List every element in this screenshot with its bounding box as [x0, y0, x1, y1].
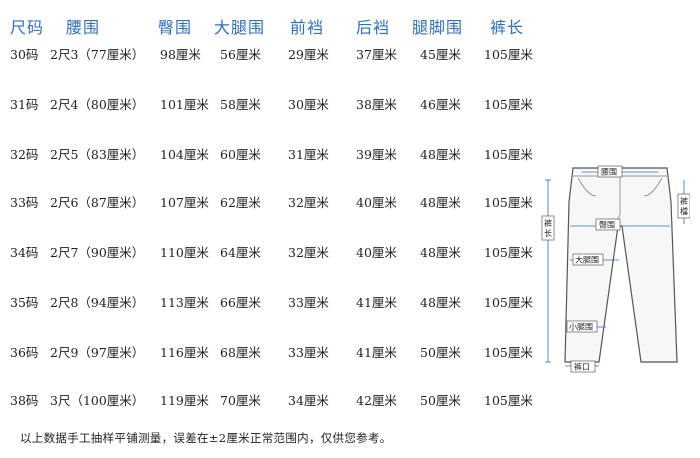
right-pocket [643, 177, 663, 197]
calf-label-box [566, 320, 598, 333]
size-cell: 33码 [10, 195, 39, 210]
table-cell: 105厘米 [484, 147, 533, 162]
thigh-label: 大腿围 [575, 255, 599, 265]
table-cell: 105厘米 [484, 47, 533, 62]
table-cell: 50厘米 [420, 393, 461, 408]
table-cell: 45厘米 [420, 47, 461, 62]
pants-measurement-svg: 腰围 裤长 裤檔 臀围 大腿围 小腿围 裤口 [541, 165, 691, 373]
table-cell: 70厘米 [220, 393, 261, 408]
thigh-label-box [572, 253, 604, 266]
column-header: 腰围 [66, 18, 101, 37]
table-cell: 2尺3（77厘米） [50, 47, 145, 62]
table-cell: 41厘米 [356, 295, 397, 310]
table-cell: 39厘米 [356, 147, 397, 162]
table-cell: 62厘米 [220, 195, 261, 210]
table-cell: 2尺9（97厘米） [50, 345, 145, 360]
table-cell: 3尺（100厘米） [50, 393, 145, 408]
table-cell: 29厘米 [288, 47, 329, 62]
hem-label: 裤口 [574, 362, 590, 372]
table-cell: 40厘米 [356, 195, 397, 210]
waist-label-box [597, 165, 623, 178]
table-cell: 33厘米 [288, 345, 329, 360]
column-header: 大腿围 [214, 18, 266, 37]
table-cell: 34厘米 [288, 393, 329, 408]
table-cell: 105厘米 [484, 97, 533, 112]
waist-label: 腰围 [601, 168, 617, 177]
size-cell: 36码 [10, 345, 39, 360]
column-header: 后裆 [356, 18, 391, 37]
table-cell: 58厘米 [220, 97, 261, 112]
table-cell: 119厘米 [160, 393, 209, 408]
table-cell: 98厘米 [160, 47, 201, 62]
table-cell: 2尺4（80厘米） [50, 97, 145, 112]
calf-label: 小腿围 [569, 323, 593, 332]
rise-label: 裤檔 [680, 196, 688, 216]
measurement-note: 以上数据手工抽样平铺测量，误差在±2厘米正常范围内，仅供您参考。 [20, 431, 392, 445]
hip-label: 臀围 [599, 221, 615, 230]
column-header: 前裆 [290, 18, 325, 37]
table-cell: 48厘米 [420, 147, 461, 162]
table-cell: 2尺8（94厘米） [50, 295, 145, 310]
table-cell: 41厘米 [356, 345, 397, 360]
table-cell: 105厘米 [484, 295, 533, 310]
table-cell: 50厘米 [420, 345, 461, 360]
table-cell: 60厘米 [220, 147, 261, 162]
table-cell: 116厘米 [160, 345, 209, 360]
column-header: 尺码 [10, 18, 45, 37]
size-cell: 31码 [10, 97, 39, 112]
table-cell: 32厘米 [288, 245, 329, 260]
table-cell: 38厘米 [356, 97, 397, 112]
table-cell: 48厘米 [420, 295, 461, 310]
length-label-box [541, 215, 555, 241]
table-cell: 37厘米 [356, 47, 397, 62]
left-pocket [577, 177, 597, 197]
table-cell: 32厘米 [288, 195, 329, 210]
table-cell: 48厘米 [420, 245, 461, 260]
table-cell: 101厘米 [160, 97, 209, 112]
size-cell: 34码 [10, 245, 39, 260]
table-cell: 48厘米 [420, 195, 461, 210]
length-label: 裤长 [544, 218, 552, 238]
table-cell: 46厘米 [420, 97, 461, 112]
table-cell: 110厘米 [160, 245, 209, 260]
table-cell: 2尺7（90厘米） [50, 245, 145, 260]
column-header: 腿脚围 [412, 18, 464, 37]
column-header: 臀围 [158, 18, 193, 37]
pants-diagram: 腰围 裤长 裤檔 臀围 大腿围 小腿围 裤口 [540, 162, 691, 380]
table-cell: 104厘米 [160, 147, 209, 162]
table-cell: 56厘米 [220, 47, 261, 62]
table-cell: 2尺5（83厘米） [50, 147, 145, 162]
table-cell: 33厘米 [288, 295, 329, 310]
table-cell: 105厘米 [484, 393, 533, 408]
size-cell: 35码 [10, 295, 39, 310]
hem-label-box [570, 360, 596, 373]
size-cell: 30码 [10, 47, 39, 62]
table-cell: 31厘米 [288, 147, 329, 162]
size-cell: 38码 [10, 393, 39, 408]
table-cell: 30厘米 [288, 97, 329, 112]
hip-label-box [595, 218, 621, 231]
size-cell: 32码 [10, 147, 39, 162]
table-cell: 105厘米 [484, 245, 533, 260]
table-cell: 2尺6（87厘米） [50, 195, 145, 210]
table-cell: 113厘米 [160, 295, 209, 310]
table-cell: 40厘米 [356, 245, 397, 260]
table-cell: 68厘米 [220, 345, 261, 360]
column-header: 裤长 [490, 18, 525, 37]
table-cell: 66厘米 [220, 295, 261, 310]
table-cell: 42厘米 [356, 393, 397, 408]
table-cell: 107厘米 [160, 195, 209, 210]
table-cell: 64厘米 [220, 245, 261, 260]
table-cell: 105厘米 [484, 345, 533, 360]
table-cell: 105厘米 [484, 195, 533, 210]
